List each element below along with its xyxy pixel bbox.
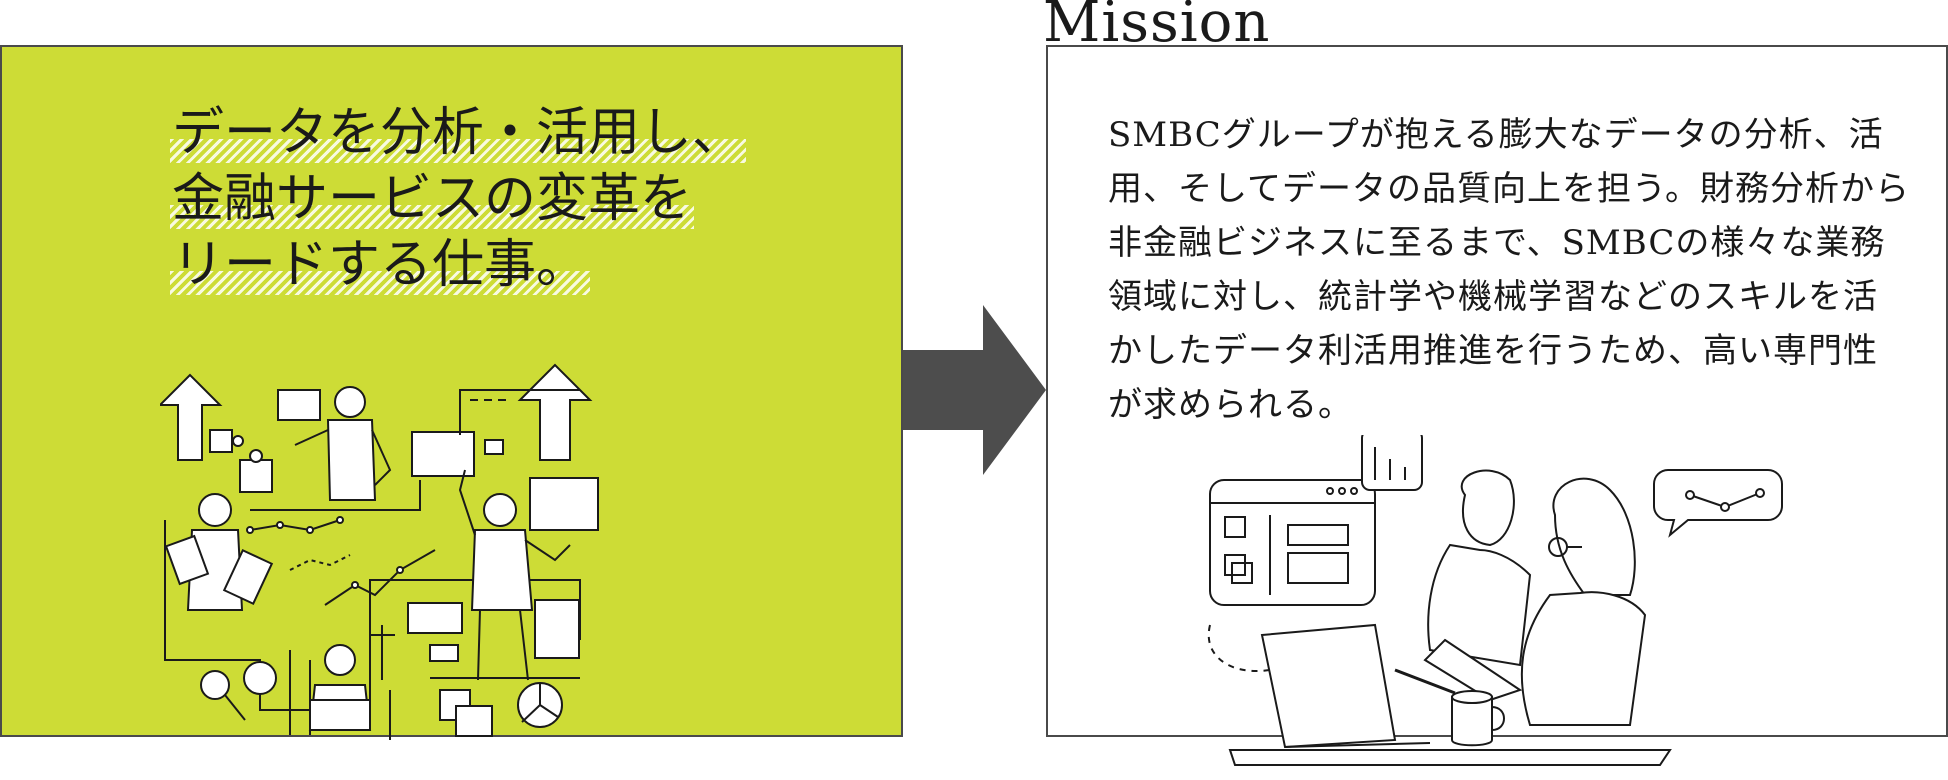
mission-line-6: が求められる。 [1108,385,1353,425]
chat-bubble-icon [1653,469,1783,538]
up-arrow-icon [160,373,223,461]
magnifier-icon [200,670,230,700]
mission-line-1: SMBCグループが抱える膨大なデータの分析、活 [1108,115,1884,155]
mug-icon [1451,696,1493,747]
puzzle-icon [209,429,233,453]
mission-description: SMBCグループが抱える膨大なデータの分析、活 用、そしてデータの品質向上を担う… [1108,108,1910,432]
laptop-icon [1260,623,1397,749]
up-arrow-icon [517,363,593,461]
puzzle-icon [239,459,273,493]
mission-line-4: 領域に対し、統計学や機械学習などのスキルを活 [1108,277,1878,317]
right-arrow-icon [903,305,1046,475]
analysts-illustration [1207,435,1783,766]
headline: データを分析・活用し、 金融サービスの変革を リードする仕事。 [170,100,746,298]
dashboard-window-icon [1209,479,1376,606]
mission-line-2: 用、そしてデータの品質向上を担う。財務分析から [1108,169,1910,209]
mission-line-3: 非金融ビジネスに至るまで、SMBCの様々な業務 [1108,223,1886,263]
headline-line-2: 金融サービスの変革を [172,169,693,229]
mission-line-5: かしたデータ利活用推進を行うため、高い専門性 [1108,331,1878,371]
bar-chart-icon [1361,435,1423,491]
headline-line-1: データを分析・活用し、 [172,103,745,163]
data-team-illustration [160,363,599,740]
headline-line-3: リードする仕事。 [172,235,589,295]
